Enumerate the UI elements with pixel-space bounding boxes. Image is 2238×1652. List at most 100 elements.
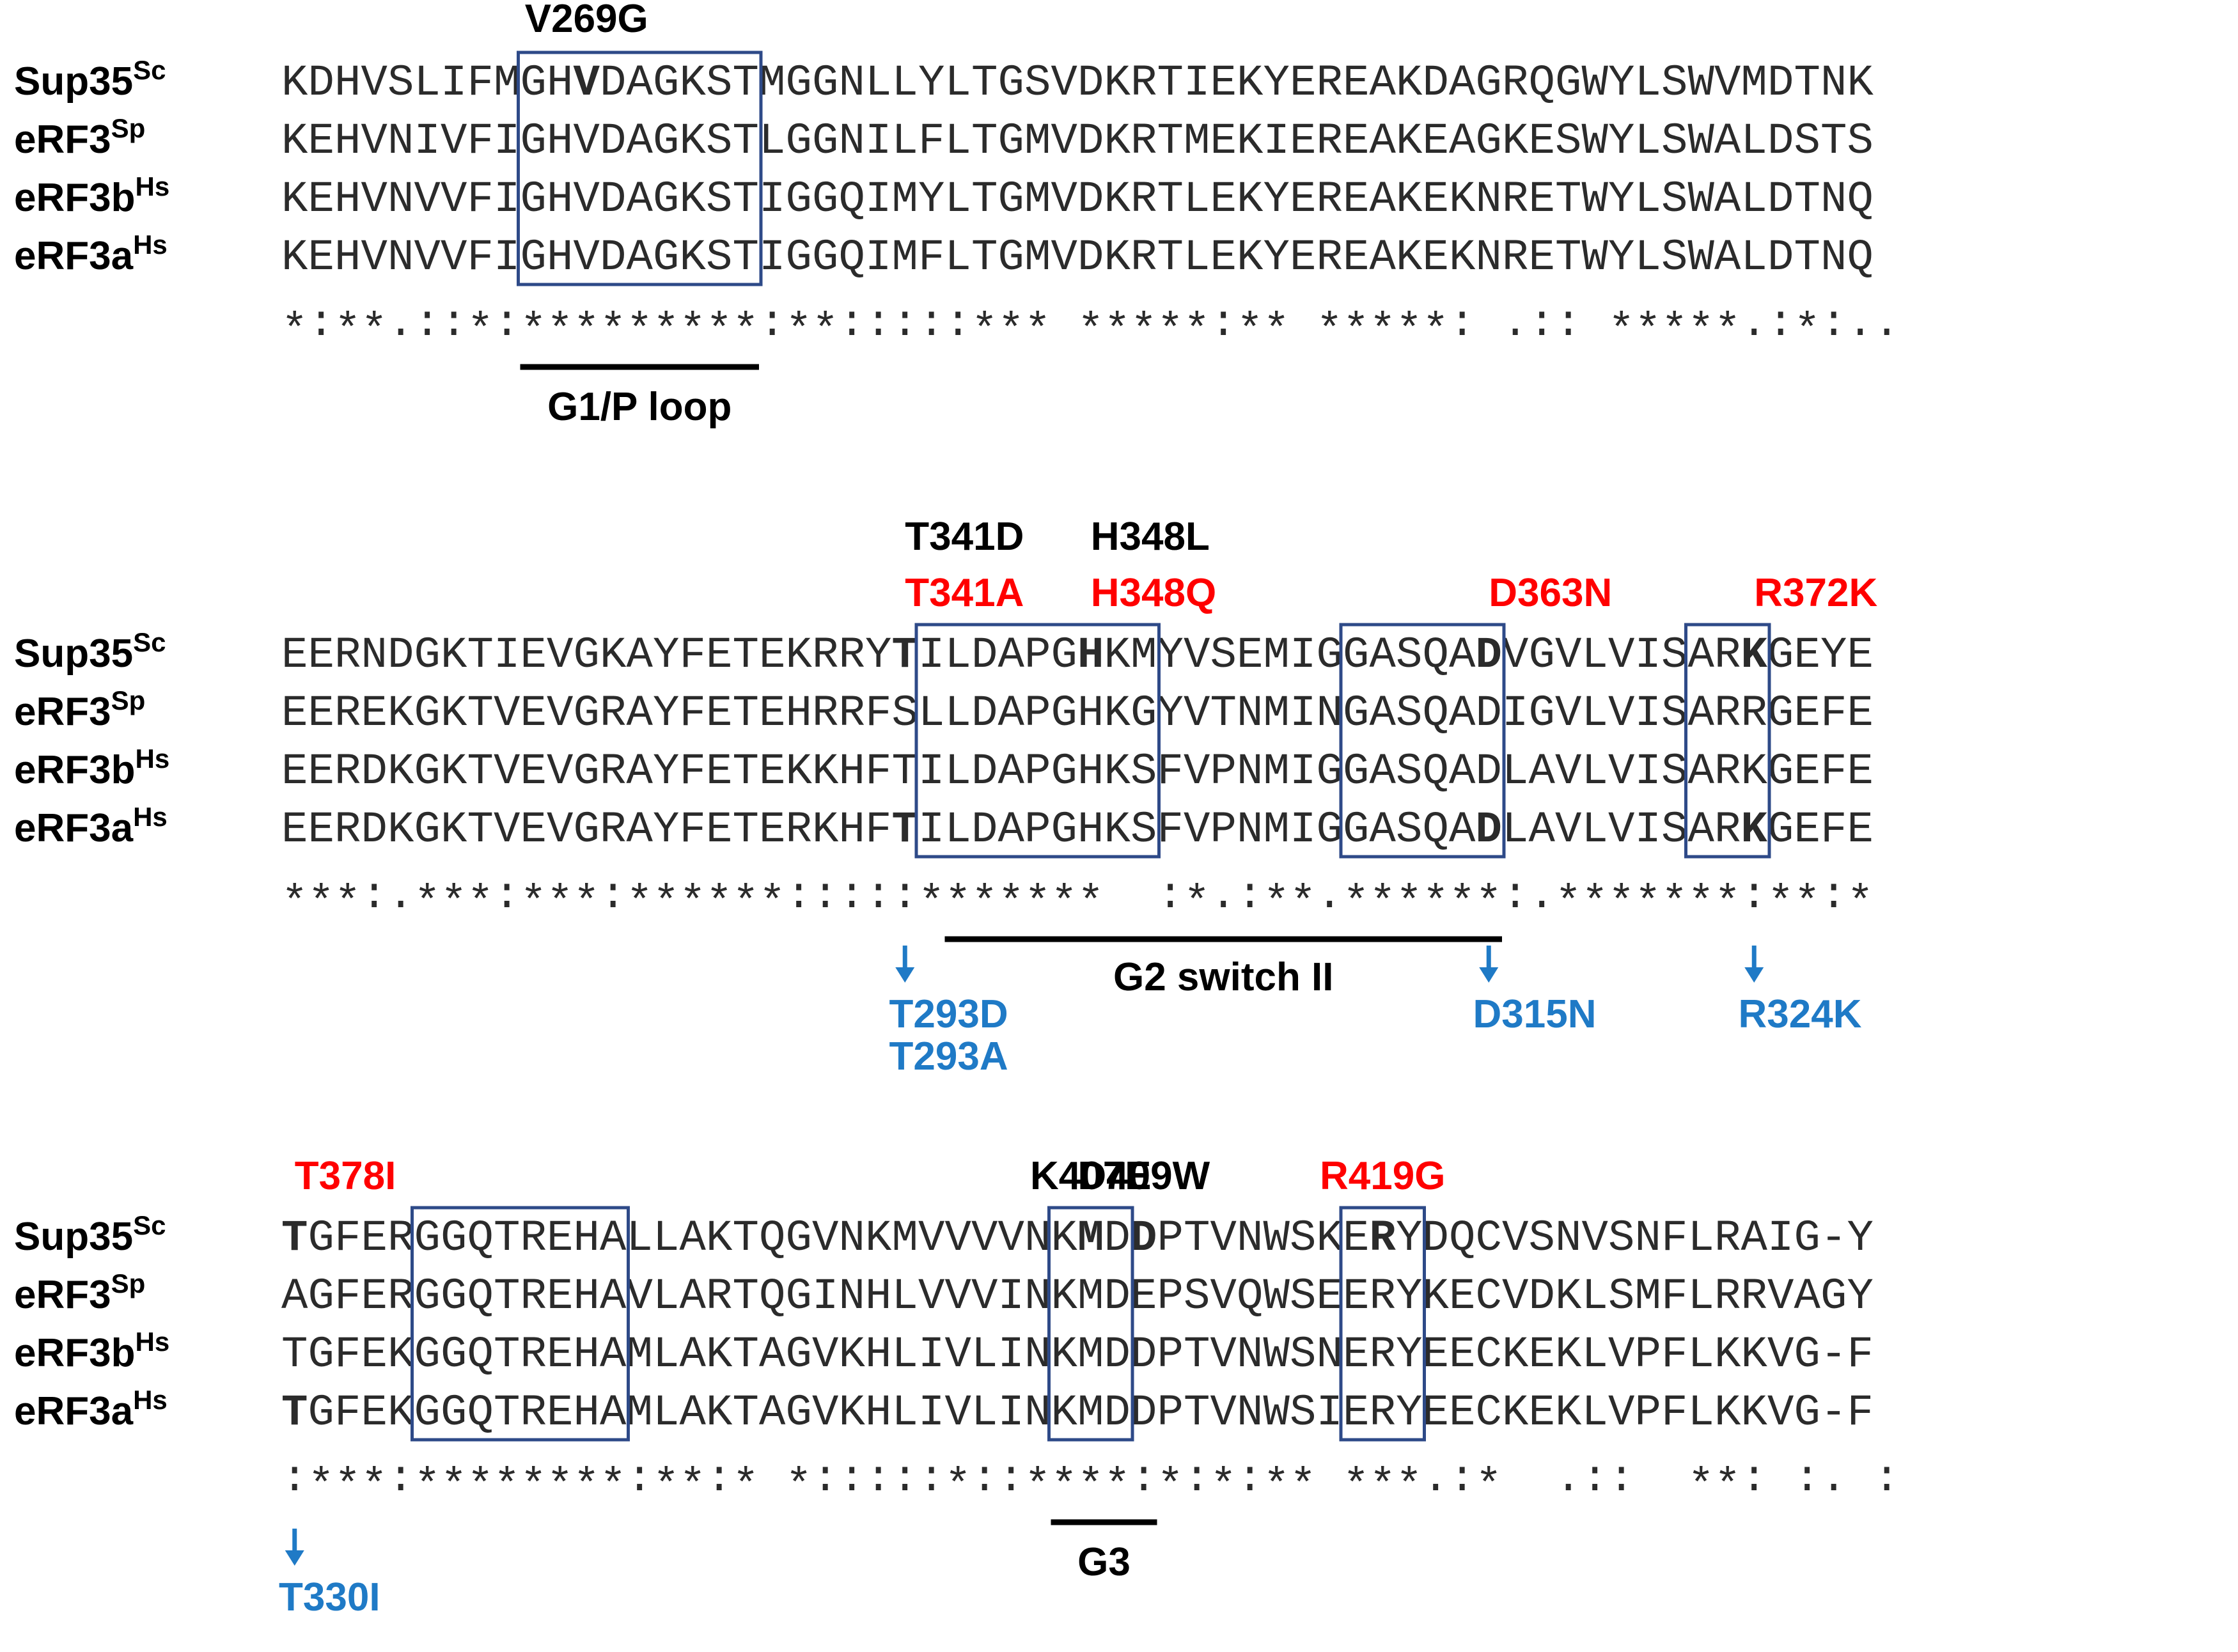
human-mutation-label: R324K (1739, 992, 1862, 1036)
residue: G (441, 1272, 467, 1321)
consensus-symbol: . (1210, 871, 1237, 921)
residue: V (1608, 689, 1635, 738)
residue: S (1661, 630, 1687, 680)
consensus-symbol: : (839, 871, 865, 921)
residue: G (1767, 747, 1794, 797)
residue: E (281, 630, 308, 680)
residue: E (1210, 116, 1237, 166)
residue: A (600, 1330, 627, 1380)
residue: V (1555, 805, 1582, 855)
residue: P (1024, 747, 1051, 797)
residue: V (1210, 1330, 1237, 1380)
residue: K (680, 175, 707, 224)
residue: E (1847, 630, 1874, 680)
residue: V (441, 175, 467, 224)
residue: I (1264, 116, 1290, 166)
residue: L (653, 1388, 679, 1438)
residue: E (1131, 1272, 1157, 1321)
residue: G (1476, 58, 1502, 108)
consensus-symbol: * (1104, 1461, 1131, 1511)
residue: E (1343, 1388, 1369, 1438)
residue: M (1024, 175, 1051, 224)
residue: G (441, 1213, 467, 1263)
consensus-symbol: . (1741, 299, 1767, 348)
residue: R (1317, 58, 1343, 108)
consensus-symbol: : (494, 299, 520, 348)
residue: L (945, 233, 971, 283)
residue: N (1024, 1272, 1051, 1321)
residue: Q (1423, 689, 1449, 738)
residue: Y (1608, 175, 1634, 224)
residue: T (494, 1272, 520, 1321)
residue: N (1024, 1330, 1051, 1380)
residue: A (600, 1272, 627, 1321)
residue: H (574, 1330, 600, 1380)
consensus-symbol: * (1582, 878, 1608, 928)
consensus-symbol: * (1794, 306, 1820, 356)
residue: T (1157, 233, 1184, 283)
residue: R (1317, 116, 1343, 166)
consensus-symbol: * (1476, 878, 1502, 928)
residue: A (1529, 747, 1556, 797)
human-mutation-label: T293A (889, 1034, 1008, 1079)
residue: I (759, 233, 785, 283)
residue: N (839, 1213, 865, 1263)
residue: R (1741, 689, 1767, 738)
residue: A (1688, 805, 1715, 855)
consensus-symbol: : (759, 299, 785, 348)
residue: G (786, 175, 812, 224)
residue: R (1714, 1213, 1741, 1263)
residue: A (1449, 805, 1476, 855)
mutation-label: H348Q (1091, 571, 1216, 615)
consensus-symbol: : (918, 299, 944, 348)
species-label: eRF3Sp (14, 685, 145, 734)
residue: L (653, 1213, 679, 1263)
mutation-label: K407E (1030, 1154, 1152, 1198)
residue: D (1423, 1213, 1449, 1263)
consensus-symbol: * (971, 306, 998, 356)
residue: G (998, 233, 1024, 283)
residue: S (1661, 233, 1687, 283)
residue: M (1024, 233, 1051, 283)
residue: D (308, 58, 334, 108)
residue: S (1661, 689, 1687, 738)
residue: T (971, 116, 998, 166)
consensus-symbol: * (1608, 878, 1634, 928)
arrow-head-icon (895, 967, 915, 983)
consensus-symbol: * (1024, 1461, 1051, 1511)
highlighted-residue: T (281, 1213, 308, 1263)
residue: D (971, 630, 998, 680)
residue: F (467, 58, 494, 108)
consensus-symbol: : (414, 299, 441, 348)
residue: D (1104, 1388, 1131, 1438)
residue: K (1104, 689, 1131, 738)
residue: Q (1423, 805, 1449, 855)
residue: V (812, 1213, 839, 1263)
residue: C (1476, 1388, 1502, 1438)
residue: K (786, 747, 813, 797)
residue: A (281, 1272, 308, 1321)
residue: K (281, 116, 308, 166)
residue: P (1157, 1272, 1184, 1321)
residue: Y (918, 175, 944, 224)
residue: K (1847, 58, 1874, 108)
consensus-symbol: * (1423, 306, 1449, 356)
residue: I (1635, 630, 1661, 680)
consensus-symbol: . (1423, 1454, 1449, 1504)
residue: Y (1820, 630, 1847, 680)
residue: T (467, 689, 494, 738)
residue: F (865, 689, 891, 738)
residue: A (1449, 689, 1476, 738)
residue: E (1290, 175, 1316, 224)
residue: E (1290, 116, 1316, 166)
residue: L (1502, 747, 1528, 797)
residue: G (414, 1213, 441, 1263)
mutation-label: V269G (525, 0, 648, 41)
residue: E (1529, 233, 1555, 283)
residue: L (653, 1330, 679, 1380)
residue: K (1237, 58, 1264, 108)
residue: T (1210, 689, 1237, 738)
residue: S (1290, 1272, 1316, 1321)
